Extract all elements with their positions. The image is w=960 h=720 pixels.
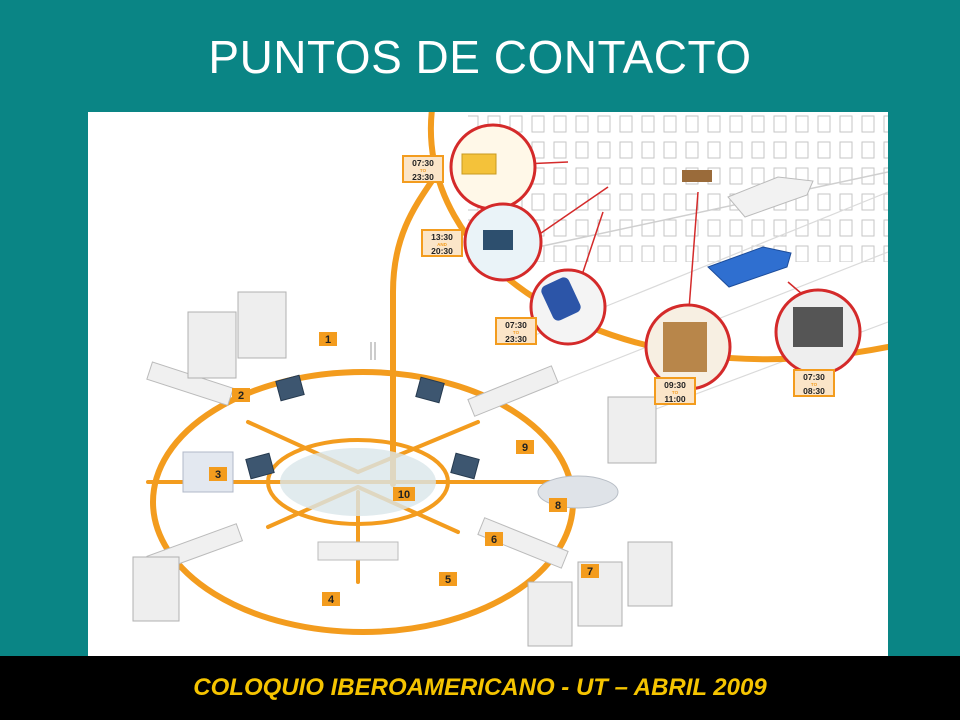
svg-text:10: 10 xyxy=(398,489,410,501)
route-arrow-icon xyxy=(370,342,376,360)
footer-text: COLOQUIO IBEROAMERICANO - UT – ABRIL 200… xyxy=(193,674,767,701)
time-badge: 07:30 TO 23:30 xyxy=(495,317,537,345)
number-marker: 2 xyxy=(232,388,250,402)
svg-text:8: 8 xyxy=(555,500,561,512)
number-markers: 1 2 3 4 5 6 7 8 xyxy=(209,332,599,606)
time-badge: 07:30 TO 08:30 xyxy=(793,369,835,397)
slide-title: PUNTOS DE CONTACTO xyxy=(208,31,752,83)
svg-text:5: 5 xyxy=(445,574,451,586)
number-marker: 1 xyxy=(319,332,337,346)
time-badge: 07:30 TO 23:30 xyxy=(402,155,444,183)
desk-clusters xyxy=(146,361,619,574)
svg-text:AND: AND xyxy=(437,242,447,247)
number-marker: 3 xyxy=(209,467,227,481)
newspaper-panels xyxy=(132,291,673,647)
svg-text:07:30: 07:30 xyxy=(803,372,825,382)
number-marker: 5 xyxy=(439,572,457,586)
svg-text:3: 3 xyxy=(215,469,221,481)
time-badge: 09:30 TO 11:00 xyxy=(654,377,696,405)
number-marker: 7 xyxy=(581,564,599,578)
number-marker: 6 xyxy=(485,532,503,546)
svg-text:4: 4 xyxy=(328,594,335,606)
time-badge: 13:30 AND 20:30 xyxy=(421,229,463,257)
bench-icon xyxy=(682,170,712,182)
svg-text:07:30: 07:30 xyxy=(412,158,434,168)
car-icon xyxy=(707,246,792,288)
svg-text:2: 2 xyxy=(238,390,244,402)
svg-text:08:30: 08:30 xyxy=(803,386,825,396)
svg-text:13:30: 13:30 xyxy=(431,232,453,242)
number-marker: 8 xyxy=(549,498,567,512)
svg-text:TO: TO xyxy=(513,330,520,335)
svg-text:9: 9 xyxy=(522,442,528,454)
number-marker: 9 xyxy=(516,440,534,454)
svg-text:23:30: 23:30 xyxy=(412,172,434,182)
screen-icons xyxy=(245,374,480,480)
svg-text:20:30: 20:30 xyxy=(431,246,453,256)
svg-text:TO: TO xyxy=(420,168,427,173)
svg-text:TO: TO xyxy=(811,382,818,387)
footer-bar: COLOQUIO IBEROAMERICANO - UT – ABRIL 200… xyxy=(0,656,960,720)
svg-text:09:30: 09:30 xyxy=(664,380,686,390)
svg-text:11:00: 11:00 xyxy=(664,394,686,404)
number-marker: 10 xyxy=(393,487,415,501)
svg-text:TO: TO xyxy=(672,390,679,395)
number-marker: 4 xyxy=(322,592,340,606)
time-badges: 07:30 TO 23:30 13:30 AND 20:30 07:30 TO … xyxy=(402,155,835,405)
svg-text:6: 6 xyxy=(491,534,497,546)
svg-text:07:30: 07:30 xyxy=(505,320,527,330)
svg-text:23:30: 23:30 xyxy=(505,334,527,344)
svg-text:7: 7 xyxy=(587,566,593,578)
touchpoints-illustration: 07:30 TO 23:30 13:30 AND 20:30 07:30 TO … xyxy=(88,112,888,656)
svg-text:1: 1 xyxy=(325,334,331,346)
central-hub xyxy=(280,448,436,516)
taxi-icon xyxy=(727,176,814,218)
